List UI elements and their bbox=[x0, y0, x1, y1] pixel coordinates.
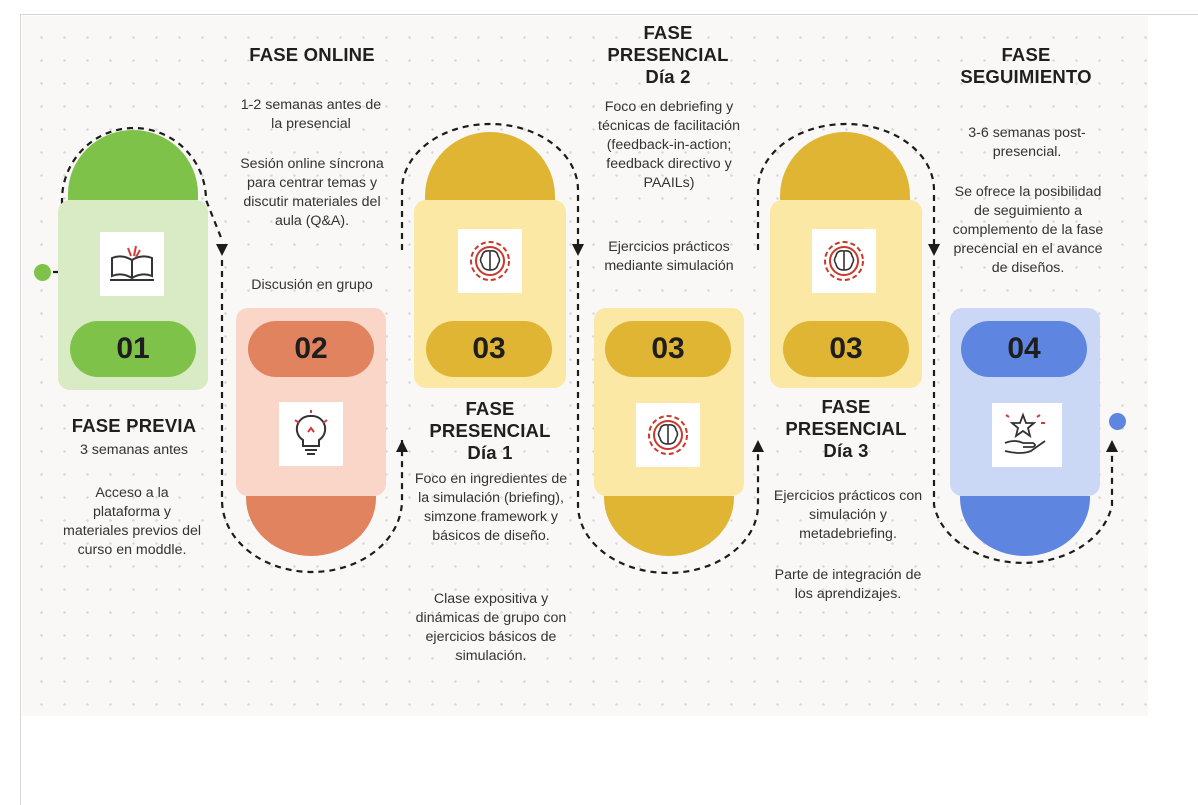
phase-3c-number: 03 bbox=[783, 321, 909, 377]
arrow-down-3 bbox=[572, 244, 584, 256]
phase-3b-note: Ejercicios prácticos mediante simulación bbox=[604, 239, 734, 274]
phase-3c-title-line3: Día 3 bbox=[823, 440, 869, 461]
arrow-up-2 bbox=[396, 440, 408, 452]
phase-3b-title-line2: PRESENCIAL bbox=[607, 44, 729, 65]
arrow-up-4 bbox=[752, 440, 764, 452]
phase-4-title-line2: SEGUIMIENTO bbox=[960, 66, 1092, 87]
phase-1-number: 01 bbox=[70, 321, 196, 377]
start-dot bbox=[34, 264, 51, 281]
arrow-down-1 bbox=[216, 244, 228, 256]
phase-4-subtitle: 3-6 semanas post-presencial. bbox=[968, 125, 1086, 160]
phase-3b-number: 03 bbox=[605, 321, 731, 377]
phase-2-description: Sesión online síncrona para centrar tema… bbox=[240, 156, 384, 229]
phase-1-subtitle: 3 semanas antes bbox=[79, 442, 189, 458]
route-arc-5 bbox=[756, 122, 936, 250]
phase-2-title: FASE ONLINE bbox=[249, 44, 375, 65]
phase-3b-title: FASE PRESENCIAL Día 2 bbox=[586, 22, 750, 88]
phase-4-cap bbox=[960, 496, 1090, 556]
phase-4-description: Se ofrece la posibilidad de seguimiento … bbox=[952, 184, 1104, 276]
end-dot bbox=[1109, 413, 1126, 430]
phase-3c-title-line2: PRESENCIAL bbox=[785, 418, 907, 439]
phase-2-number: 02 bbox=[248, 321, 374, 377]
phase-3a-title-line1: FASE bbox=[465, 398, 515, 419]
route-arc-4 bbox=[576, 260, 760, 575]
phase-3a-description: Foco en ingredientes de la simulación (b… bbox=[414, 471, 568, 544]
phase-3c-title: FASE PRESENCIAL Día 3 bbox=[766, 396, 926, 462]
phase-2-cap bbox=[246, 496, 376, 556]
phase-3a-title: FASE PRESENCIAL Día 1 bbox=[410, 398, 570, 464]
phase-3b-description: Foco en debriefing y técnicas de facilit… bbox=[598, 99, 740, 191]
lightbulb-icon bbox=[279, 402, 343, 466]
phase-3a-note: Clase expositiva y dinámicas de grupo co… bbox=[415, 591, 567, 664]
phase-3a-title-line3: Día 1 bbox=[467, 442, 513, 463]
star-hand-icon bbox=[992, 403, 1062, 467]
phase-1-description: Acceso a la plataforma y materiales prev… bbox=[63, 485, 201, 558]
brain-gear-icon bbox=[458, 229, 522, 293]
phase-3c-note: Parte de integración de los aprendizajes… bbox=[774, 567, 922, 602]
phase-2-note: Discusión en grupo bbox=[251, 277, 373, 293]
phase-3c-title-line1: FASE bbox=[821, 396, 871, 417]
brain-gear-icon bbox=[636, 403, 700, 467]
phase-4-number: 04 bbox=[961, 321, 1087, 377]
phase-3b-cap bbox=[604, 496, 734, 556]
figure-frame bbox=[20, 14, 1198, 805]
arrow-up-6 bbox=[1106, 440, 1118, 452]
phase-1-title: FASE PREVIA bbox=[71, 415, 197, 436]
phase-3a-title-line2: PRESENCIAL bbox=[429, 420, 551, 441]
open-book-icon bbox=[100, 232, 164, 296]
phase-2-subtitle: 1-2 semanas antes de la presencial bbox=[240, 97, 382, 132]
phase-3b-title-line1: FASE bbox=[643, 22, 693, 43]
phase-4-title-line1: FASE bbox=[1001, 44, 1051, 65]
arrow-down-5 bbox=[928, 244, 940, 256]
phase-3a-number: 03 bbox=[426, 321, 552, 377]
phase-3a-cap bbox=[425, 132, 555, 200]
phase-3c-description: Ejercicios prácticos con simulación y me… bbox=[773, 488, 923, 542]
route-arc-3 bbox=[400, 122, 580, 250]
phase-4-title: FASE SEGUIMIENTO bbox=[946, 44, 1106, 88]
brain-gear-icon bbox=[812, 229, 876, 293]
route-arc-2 bbox=[220, 260, 404, 574]
phase-3c-cap bbox=[780, 132, 910, 200]
phase-3b-title-line3: Día 2 bbox=[645, 66, 691, 87]
phase-1-cap bbox=[68, 130, 198, 200]
route-arc-1 bbox=[42, 126, 224, 274]
